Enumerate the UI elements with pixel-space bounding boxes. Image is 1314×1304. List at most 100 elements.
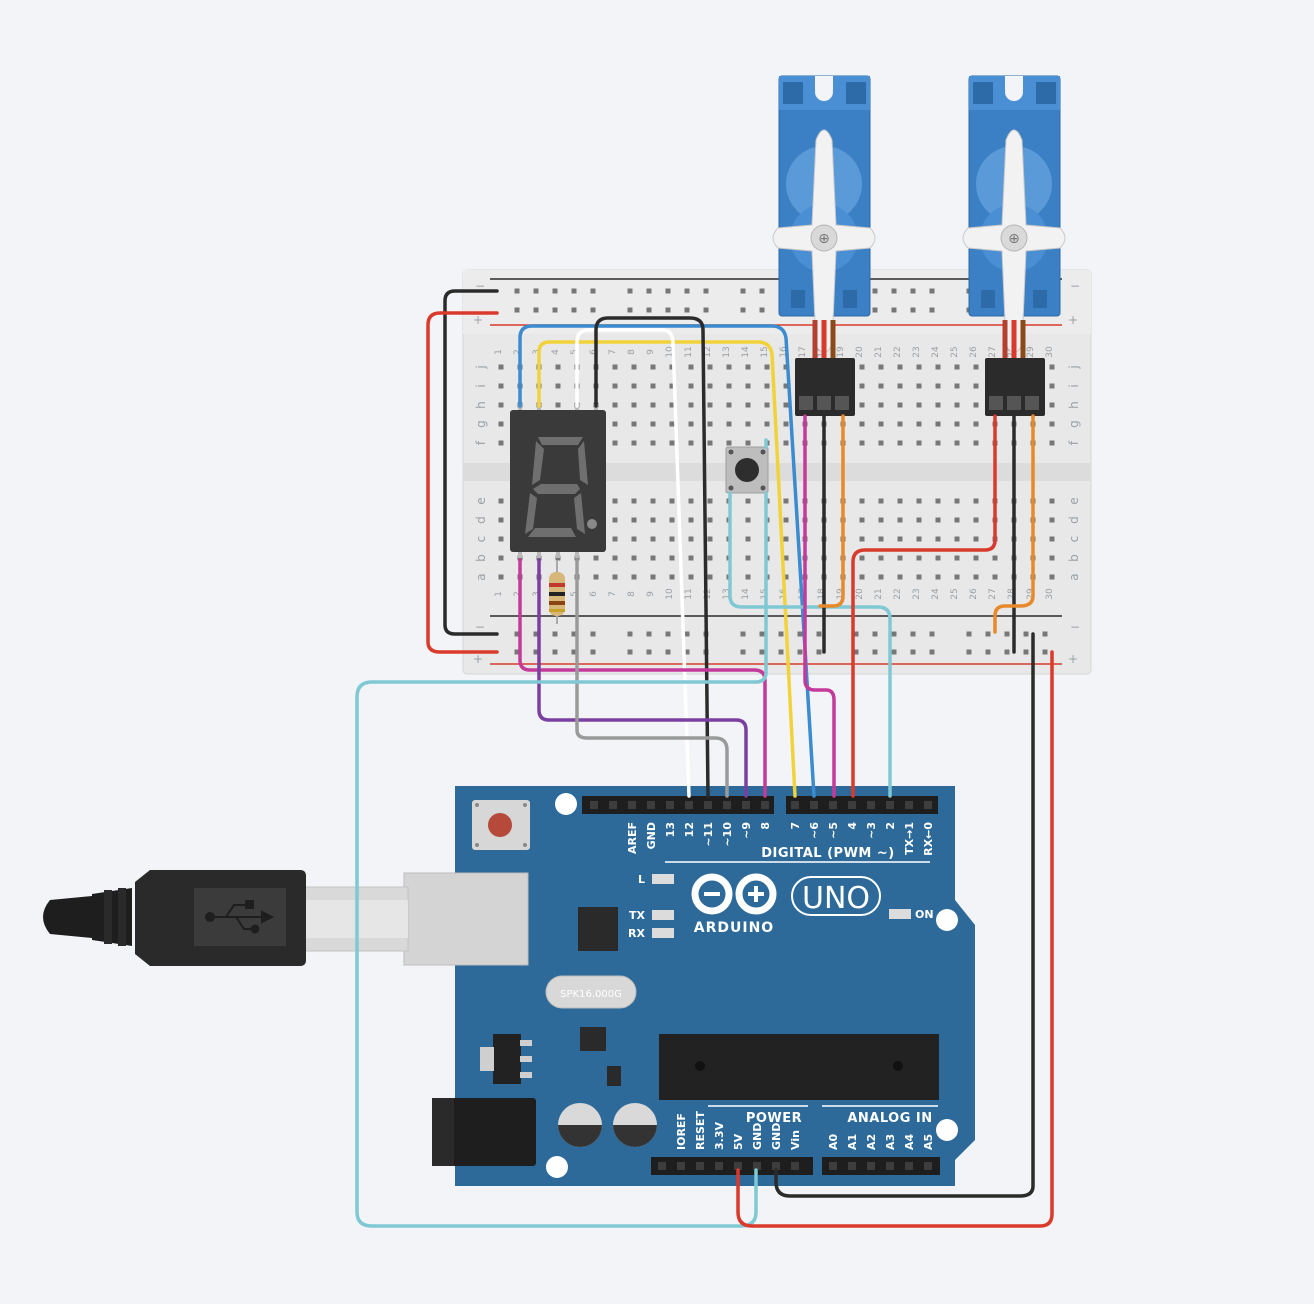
breadboard-hole[interactable] [973, 364, 979, 370]
breadboard-hole[interactable] [688, 421, 694, 427]
breadboard-hole[interactable] [707, 421, 713, 427]
breadboard-hole[interactable] [688, 536, 694, 542]
breadboard-hole[interactable] [878, 421, 884, 427]
rail-hole[interactable] [853, 631, 859, 637]
rail-hole[interactable] [684, 307, 690, 313]
breadboard-hole[interactable] [688, 383, 694, 389]
breadboard-hole[interactable] [707, 383, 713, 389]
header-pin[interactable] [677, 1162, 685, 1170]
breadboard-hole[interactable] [783, 402, 789, 408]
breadboard-hole[interactable] [707, 440, 713, 446]
breadboard-hole[interactable] [916, 402, 922, 408]
breadboard-hole[interactable] [878, 536, 884, 542]
breadboard-hole[interactable] [669, 555, 675, 561]
breadboard-hole[interactable] [707, 517, 713, 523]
breadboard-hole[interactable] [612, 517, 618, 523]
breadboard-hole[interactable] [593, 555, 599, 561]
rail-hole[interactable] [552, 307, 558, 313]
breadboard-hole[interactable] [916, 574, 922, 580]
breadboard-hole[interactable] [726, 421, 732, 427]
breadboard-hole[interactable] [859, 402, 865, 408]
rail-hole[interactable] [929, 649, 935, 655]
header-pin[interactable] [685, 801, 693, 809]
breadboard-hole[interactable] [555, 402, 561, 408]
breadboard-hole[interactable] [707, 364, 713, 370]
breadboard-hole[interactable] [688, 555, 694, 561]
breadboard-hole[interactable] [897, 536, 903, 542]
breadboard-hole[interactable] [1049, 364, 1055, 370]
breadboard-hole[interactable] [631, 498, 637, 504]
breadboard-hole[interactable] [859, 498, 865, 504]
rail-hole[interactable] [816, 649, 822, 655]
breadboard-hole[interactable] [954, 402, 960, 408]
rail-hole[interactable] [627, 288, 633, 294]
breadboard-hole[interactable] [650, 498, 656, 504]
header-pin[interactable] [696, 1162, 704, 1170]
breadboard-hole[interactable] [745, 364, 751, 370]
breadboard-hole[interactable] [935, 536, 941, 542]
header-pin[interactable] [704, 801, 712, 809]
rail-hole[interactable] [891, 631, 897, 637]
rail-hole[interactable] [1042, 631, 1048, 637]
rail-hole[interactable] [797, 649, 803, 655]
rail-hole[interactable] [929, 631, 935, 637]
breadboard-hole[interactable] [745, 555, 751, 561]
breadboard-hole[interactable] [916, 383, 922, 389]
rail-hole[interactable] [872, 649, 878, 655]
breadboard-hole[interactable] [916, 498, 922, 504]
servo-motor-2[interactable]: ⊕ [962, 75, 1066, 416]
rail-hole[interactable] [552, 631, 558, 637]
breadboard-hole[interactable] [669, 364, 675, 370]
breadboard-hole[interactable] [669, 383, 675, 389]
header-pin[interactable] [829, 801, 837, 809]
rail-hole[interactable] [665, 631, 671, 637]
breadboard-hole[interactable] [783, 498, 789, 504]
rail-hole[interactable] [571, 631, 577, 637]
rail-hole[interactable] [590, 288, 596, 294]
rail-hole[interactable] [684, 649, 690, 655]
breadboard-hole[interactable] [878, 498, 884, 504]
breadboard-hole[interactable] [897, 498, 903, 504]
rail-hole[interactable] [627, 307, 633, 313]
breadboard-hole[interactable] [973, 383, 979, 389]
breadboard-hole[interactable] [612, 498, 618, 504]
breadboard-hole[interactable] [650, 574, 656, 580]
header-pin[interactable] [628, 801, 636, 809]
breadboard-hole[interactable] [745, 517, 751, 523]
rail-hole[interactable] [966, 631, 972, 637]
header-pin[interactable] [810, 801, 818, 809]
breadboard-hole[interactable] [992, 574, 998, 580]
usb-cable[interactable] [43, 870, 409, 966]
breadboard-hole[interactable] [707, 536, 713, 542]
breadboard-hole[interactable] [1049, 402, 1055, 408]
breadboard-hole[interactable] [669, 574, 675, 580]
rail-hole[interactable] [514, 631, 520, 637]
breadboard-hole[interactable] [669, 440, 675, 446]
breadboard-hole[interactable] [498, 555, 504, 561]
breadboard-hole[interactable] [859, 555, 865, 561]
breadboard-hole[interactable] [954, 555, 960, 561]
rail-hole[interactable] [929, 288, 935, 294]
header-pin[interactable] [734, 1162, 742, 1170]
header-pin[interactable] [609, 801, 617, 809]
rail-hole[interactable] [665, 649, 671, 655]
rail-hole[interactable] [985, 631, 991, 637]
rail-hole[interactable] [872, 631, 878, 637]
breadboard-hole[interactable] [669, 536, 675, 542]
breadboard-hole[interactable] [612, 421, 618, 427]
breadboard-hole[interactable] [954, 364, 960, 370]
rail-hole[interactable] [571, 649, 577, 655]
breadboard-hole[interactable] [498, 517, 504, 523]
breadboard-hole[interactable] [973, 402, 979, 408]
breadboard-hole[interactable] [669, 498, 675, 504]
breadboard-hole[interactable] [612, 555, 618, 561]
breadboard-hole[interactable] [954, 421, 960, 427]
breadboard-hole[interactable] [669, 402, 675, 408]
breadboard-hole[interactable] [783, 555, 789, 561]
header-pin[interactable] [924, 801, 932, 809]
breadboard-hole[interactable] [688, 574, 694, 580]
breadboard-hole[interactable] [935, 517, 941, 523]
breadboard-hole[interactable] [954, 440, 960, 446]
rail-hole[interactable] [646, 288, 652, 294]
breadboard-hole[interactable] [878, 555, 884, 561]
